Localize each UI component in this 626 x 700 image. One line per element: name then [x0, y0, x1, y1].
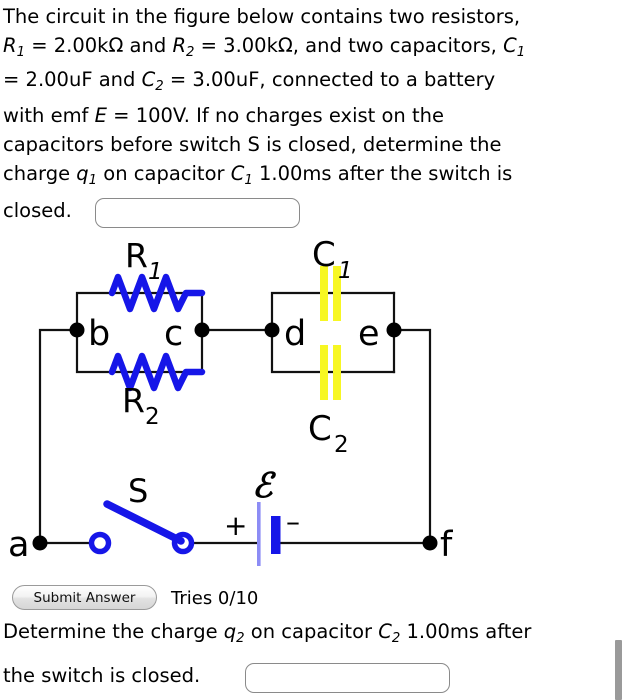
circuit-diagram: R 1 R 2 C 1 C 2 a b c d e f S ℰ + – [8, 235, 453, 566]
problem-text-segment: closed. [3, 199, 72, 222]
symbol-c1: C [230, 162, 245, 185]
capacitor-c1-symbol [320, 266, 341, 321]
battery-positive-plate [257, 502, 261, 566]
symbol-c1-subscript: 1 [516, 45, 526, 61]
label-c2-subscript: 2 [334, 432, 349, 458]
problem-text-segment: the switch is closed. [3, 664, 201, 687]
problem-line-7: closed. [3, 196, 72, 225]
node-dot-c [194, 322, 210, 338]
tries-counter: Tries 0/10 [171, 588, 259, 609]
problem-text-segment: = 3.00kΩ, and two capacitors, [194, 34, 504, 57]
switch-terminal-left [88, 531, 112, 555]
problem-text-segment: = 3.00uF, connected to a battery [163, 68, 496, 91]
label-c1-subscript: 1 [338, 258, 353, 284]
wire-c2-branch [270, 328, 396, 374]
figure-labels: R 1 R 2 C 1 C 2 a b c d e f S ℰ + – [8, 235, 453, 565]
problem-text-segment: on capacitor [244, 620, 379, 643]
node-dot-b [69, 322, 85, 338]
problem-line-3: = 2.00uF and C2 = 3.00uF, connected to a… [3, 65, 495, 97]
label-node-b: b [88, 314, 110, 354]
label-battery-plus: + [224, 509, 247, 542]
submit-answer-button[interactable]: Submit Answer [12, 585, 157, 610]
circuit-wires [38, 291, 432, 545]
label-emf: ℰ [252, 466, 277, 506]
capacitor-c2-symbol [320, 345, 341, 400]
scrollbar-thumb[interactable] [615, 640, 622, 700]
symbol-c2-subscript: 2 [155, 79, 164, 95]
label-node-a: a [8, 525, 29, 565]
label-node-d: d [284, 314, 306, 354]
problem-line-2: R1 = 2.00kΩ and R2 = 3.00kΩ, and two cap… [3, 31, 525, 63]
symbol-c2: C [378, 620, 392, 643]
symbol-q2: q [223, 620, 237, 643]
label-c2: C [308, 409, 332, 449]
problem-text-segment: 1.00ms after the switch is [252, 162, 513, 185]
problem-line-5: capacitors before switch S is closed, de… [3, 130, 502, 159]
problem-line-6: charge q1 on capacitor C1 1.00ms after t… [3, 159, 512, 191]
problem-text-segment: charge [3, 162, 77, 185]
answer-input-q2[interactable] [245, 663, 450, 693]
wire-c1-branch [270, 291, 396, 332]
problem-text-segment: 1.00ms after [400, 620, 532, 643]
label-r2-subscript: 2 [145, 404, 160, 430]
symbol-r1-subscript: 1 [16, 45, 25, 61]
symbol-q2-subscript: 2 [236, 631, 245, 647]
problem-line-4: with emf E = 100V. If no charges exist o… [3, 101, 444, 130]
problem-text-segment: on capacitor [97, 162, 231, 185]
wire-b-to-a [38, 328, 79, 545]
resistor-r2-symbol [108, 352, 206, 392]
symbol-c1: C [503, 34, 517, 57]
label-r2: R [122, 381, 145, 420]
problem-text-segment: = 100V. If no charges exist on the [106, 104, 444, 127]
problem-text-segment: capacitors before switch S is closed, de… [3, 133, 502, 156]
node-dot-e [386, 322, 402, 338]
answer-input-q1[interactable] [95, 198, 300, 228]
symbol-r2-subscript: 2 [186, 45, 195, 61]
problem-text-segment: The circuit in the figure below contains… [3, 5, 521, 28]
symbol-c1-subscript: 1 [244, 173, 253, 189]
problem-line-1: The circuit in the figure below contains… [3, 2, 520, 31]
symbol-r2: R [172, 34, 186, 57]
label-node-f: f [440, 525, 453, 565]
switch-blade [103, 500, 185, 545]
battery-symbol [257, 502, 281, 566]
node-dot-d [264, 322, 280, 338]
wire-e-to-f [392, 328, 432, 545]
node-dot-f [422, 535, 438, 551]
battery-negative-plate [271, 516, 281, 554]
symbol-emf: E [94, 104, 107, 127]
symbol-q1-subscript: 1 [88, 173, 98, 189]
label-c1: C [312, 235, 336, 275]
label-node-e: e [358, 314, 380, 354]
label-battery-minus: – [286, 505, 300, 538]
problem2-line-1: Determine the charge q2 on capacitor C2 … [3, 617, 531, 649]
symbol-r1: R [3, 34, 17, 57]
resistor-r1-symbol [108, 273, 206, 313]
problem-text-segment: Determine the charge [3, 620, 224, 643]
label-r1-subscript: 1 [148, 259, 163, 285]
label-switch: S [128, 472, 148, 510]
circuit-nodes [32, 322, 438, 551]
problem2-line-2: the switch is closed. [3, 661, 200, 690]
problem-text-segment: = 2.00uF and [3, 68, 142, 91]
label-node-c: c [164, 314, 183, 354]
label-r1: R [125, 236, 148, 275]
switch-symbol[interactable] [88, 500, 195, 555]
symbol-c2-subscript: 2 [391, 631, 401, 647]
node-dot-a [32, 535, 48, 551]
problem-text-segment: with emf [3, 104, 95, 127]
problem-text-segment: = 2.00kΩ and [25, 34, 173, 57]
symbol-q1: q [76, 162, 89, 185]
symbol-c2: C [141, 68, 156, 91]
